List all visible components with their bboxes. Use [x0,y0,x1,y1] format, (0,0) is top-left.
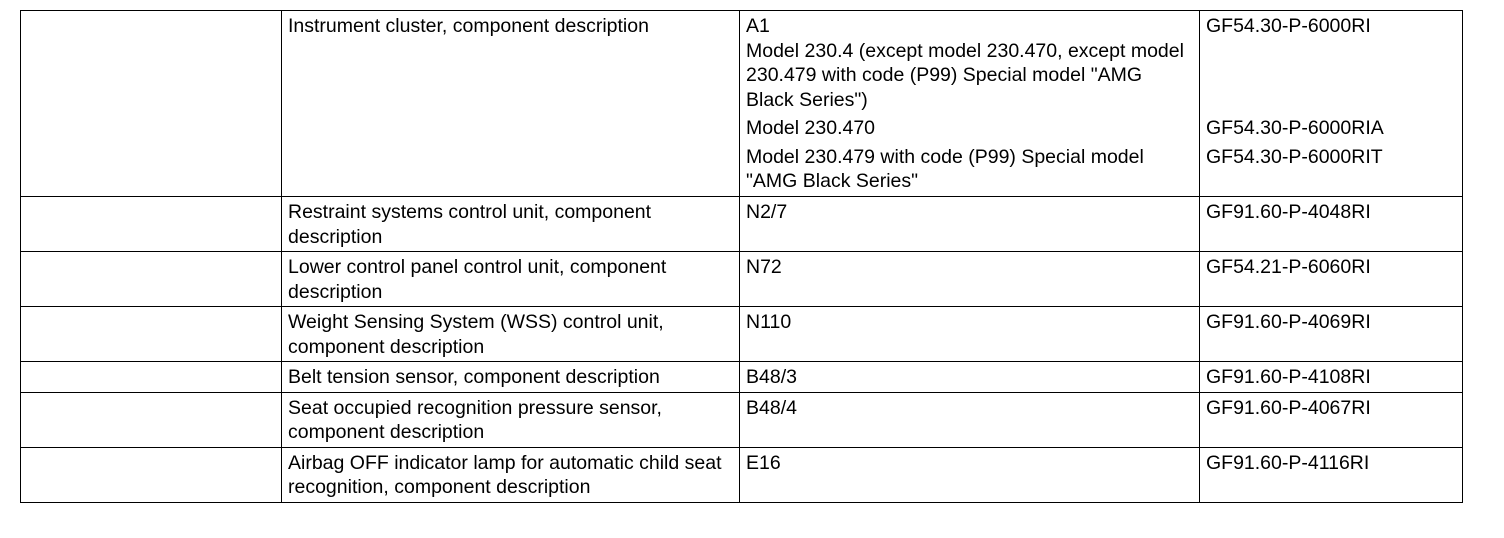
code-cell: N110 [739,306,1200,362]
code-entry: Model 230.470 [746,116,1194,141]
reference-link[interactable]: GF54.30-P-6000RIT [1206,146,1383,168]
code-entry: A1 Model 230.4 (except model 230.470, ex… [746,14,1194,112]
description-text: Belt tension sensor, component descripti… [288,366,660,388]
description-text: Restraint systems control unit, componen… [288,201,652,248]
reference-cell: GF91.60-P-4048RI [1199,196,1463,252]
table-row: Restraint systems control unit, componen… [20,196,1463,252]
table-row: Belt tension sensor, component descripti… [20,361,1463,393]
code-text: Model 230.470 [746,117,876,139]
description-cell: Weight Sensing System (WSS) control unit… [281,306,740,362]
empty-cell [20,10,282,197]
reference-cell: GF54.30-P-6000RI GF54.30-P-6000RIA GF54.… [1199,10,1463,197]
empty-cell [20,196,282,252]
description-text: Lower control panel control unit, compon… [288,256,667,303]
table-row: Instrument cluster, component descriptio… [20,10,1463,197]
table-row: Airbag OFF indicator lamp for automatic … [20,446,1463,503]
code-entry: Model 230.479 with code (P99) Special mo… [746,145,1194,194]
code-text: Model 230.479 with code (P99) Special mo… [746,145,1144,193]
reference-link[interactable]: GF54.21-P-6060RI [1206,256,1371,278]
code-text: B48/3 [746,366,797,388]
description-text: Seat occupied recognition pressure senso… [288,396,662,444]
reference-link[interactable]: GF54.30-P-6000RIA [1206,117,1384,139]
table-row: Weight Sensing System (WSS) control unit… [20,306,1463,362]
component-reference-table: Instrument cluster, component descriptio… [20,10,1463,503]
code-text: B48/4 [746,396,797,419]
code-cell: B48/3 [739,361,1200,393]
description-text: Weight Sensing System (WSS) control unit… [288,311,664,358]
empty-cell [20,251,282,307]
empty-cell [20,306,282,362]
reference-cell: GF91.60-P-4108RI [1199,361,1463,393]
table-row: Seat occupied recognition pressure senso… [20,391,1463,448]
empty-cell [20,446,282,503]
table-body: Instrument cluster, component descriptio… [20,10,1463,503]
description-cell: Seat occupied recognition pressure senso… [281,391,740,448]
code-cell: B48/4 [739,391,1200,448]
code-cell: N2/7 [739,196,1200,252]
description-text: Airbag OFF indicator lamp for automatic … [288,451,722,499]
description-cell: Lower control panel control unit, compon… [281,251,740,307]
empty-cell [20,391,282,448]
code-text: E16 [746,451,781,474]
reference-link[interactable]: GF91.60-P-4067RI [1206,396,1371,419]
reference-cell: GF91.60-P-4067RI [1199,391,1463,448]
description-cell: Instrument cluster, component descriptio… [281,10,740,197]
reference-cell: GF54.21-P-6060RI [1199,251,1463,307]
reference-link[interactable]: GF54.30-P-6000RI [1206,15,1371,37]
code-cell: E16 [739,446,1200,503]
reference-link[interactable]: GF91.60-P-4108RI [1206,366,1371,388]
reference-link[interactable]: GF91.60-P-4048RI [1206,201,1371,223]
code-text: N72 [746,256,782,278]
code-cell: N72 [739,251,1200,307]
code-text: N110 [746,311,792,333]
table-row: Lower control panel control unit, compon… [20,251,1463,307]
code-cell: A1 Model 230.4 (except model 230.470, ex… [739,10,1200,197]
reference-link[interactable]: GF91.60-P-4069RI [1206,311,1371,333]
reference-cell: GF91.60-P-4069RI [1199,306,1463,362]
code-text: N2/7 [746,201,788,223]
reference-link[interactable]: GF91.60-P-4116RI [1206,451,1370,474]
description-cell: Belt tension sensor, component descripti… [281,361,740,393]
empty-cell [20,361,282,393]
description-cell: Restraint systems control unit, componen… [281,196,740,252]
description-text: Instrument cluster, component descriptio… [288,15,649,37]
reference-cell: GF91.60-P-4116RI [1199,446,1463,503]
code-text: A1 Model 230.4 (except model 230.470, ex… [746,15,1184,111]
description-cell: Airbag OFF indicator lamp for automatic … [281,446,740,503]
